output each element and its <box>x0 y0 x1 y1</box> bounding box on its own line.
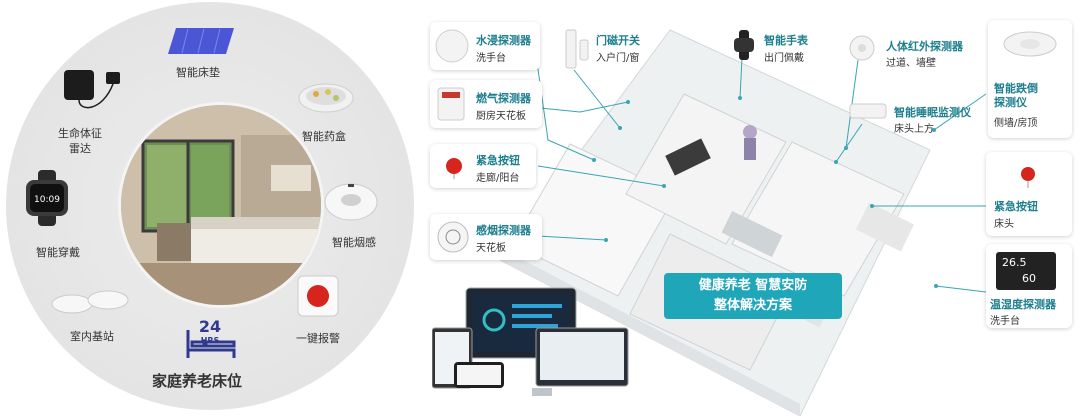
card-emergency-button-bedside: 紧急按钮 床头 <box>986 152 1072 236</box>
card-sub: 出门佩戴 <box>764 53 804 64</box>
card-sub: 床头上方 <box>894 124 934 135</box>
card-sub: 洗手台 <box>476 53 506 64</box>
card-title: 紧急按钮 <box>994 200 1038 213</box>
solution-banner: 健康养老 智慧安防 整体解决方案 <box>664 273 842 319</box>
radar-icon <box>62 68 122 116</box>
card-sub: 入户门/窗 <box>596 53 640 64</box>
watch-icon <box>734 30 754 60</box>
water-sensor-icon <box>435 29 469 63</box>
alarm-button-icon <box>296 274 340 318</box>
card-title: 温湿度探测器 <box>990 298 1056 311</box>
item-label-wearable: 智能穿戴 <box>36 246 80 259</box>
card-temp-humidity: 26.5 60 温湿度探测器 洗手台 <box>986 244 1072 328</box>
card-title: 门磁开关 <box>596 34 640 47</box>
card-sub: 厨房天花板 <box>476 111 526 122</box>
card-emergency-button: 紧急按钮 走廊/阳台 <box>430 144 536 188</box>
card-title: 水浸探测器 <box>476 34 531 47</box>
card-fall-detector: 智能跌倒探测仪 侧墙/房顶 <box>988 20 1072 138</box>
item-label-smoke: 智能烟感 <box>332 236 376 249</box>
card-title: 人体红外探测器 <box>886 40 963 53</box>
card-water-sensor: 水浸探测器 洗手台 <box>430 22 540 70</box>
circle-title: 家庭养老床位 <box>152 372 243 390</box>
card-sub: 天花板 <box>476 243 506 254</box>
thermo-temp: 26.5 <box>1002 256 1027 269</box>
emergency-button-icon <box>1021 167 1035 188</box>
door-magnet-icon <box>565 29 589 69</box>
card-gas-detector: 燃气探测器 厨房天花板 <box>430 80 542 128</box>
card-smart-watch: 智能手表 出门佩戴 <box>732 26 832 66</box>
card-sub: 过道、墙壁 <box>886 58 936 69</box>
card-title: 紧急按钮 <box>476 154 520 167</box>
item-label-alarm: 一键报警 <box>296 332 340 345</box>
banner-line2: 整体解决方案 <box>713 298 792 313</box>
card-sub: 走廊/阳台 <box>476 173 520 184</box>
badge-number: 24 <box>199 317 221 336</box>
card-title: 燃气探测器 <box>476 92 531 105</box>
pir-sensor-icon <box>849 35 875 61</box>
smoke-sensor-icon <box>324 178 378 222</box>
thermo-display: 26.5 60 <box>996 252 1056 290</box>
gas-detector-icon <box>437 87 465 121</box>
device-screens <box>431 284 632 404</box>
item-label-base-station: 室内基站 <box>70 330 114 343</box>
card-pir-sensor: 人体红外探测器 过道、墙壁 <box>846 30 970 70</box>
svg-text:10:09: 10:09 <box>34 195 60 205</box>
item-label-mattress: 智能床垫 <box>176 66 220 79</box>
24hrs-bed-icon: 24 HRS <box>182 316 242 362</box>
banner-line1: 健康养老 智慧安防 <box>698 278 808 293</box>
card-title: 感烟探测器 <box>476 224 531 237</box>
item-label-pillbox: 智能药盒 <box>302 130 346 143</box>
card-sub: 床头 <box>994 219 1014 230</box>
card-sub: 侧墙/房顶 <box>994 118 1038 129</box>
fall-detector-icon <box>1003 31 1057 57</box>
smoke-detector-icon <box>437 221 469 253</box>
mattress-icon <box>168 26 234 56</box>
emergency-button-icon <box>446 158 462 179</box>
card-sub: 洗手台 <box>990 316 1020 327</box>
base-station-icon <box>50 286 130 316</box>
item-label-radar: 生命体征雷达 <box>58 127 102 155</box>
card-title: 智能睡眠监测仪 <box>894 106 971 119</box>
card-sleep-monitor: 智能睡眠监测仪 床头上方 <box>848 92 980 135</box>
watch-icon: 10:09 <box>20 170 76 226</box>
pillbox-icon <box>298 78 354 114</box>
sleep-monitor-icon <box>849 103 887 119</box>
thermo-humid: 60 <box>1022 272 1036 285</box>
card-smoke-detector: 感烟探测器 天花板 <box>430 214 542 260</box>
bedroom-photo <box>118 102 324 308</box>
card-door-magnet: 门磁开关 入户门/窗 <box>560 24 670 72</box>
card-title: 智能手表 <box>764 34 808 47</box>
product-circle: 智能床垫 生命体征雷达 智能药盒 10:09 智能穿戴 智能烟感 室内基站 一键… <box>6 2 414 410</box>
card-title: 智能跌倒探测仪 <box>994 82 1038 109</box>
